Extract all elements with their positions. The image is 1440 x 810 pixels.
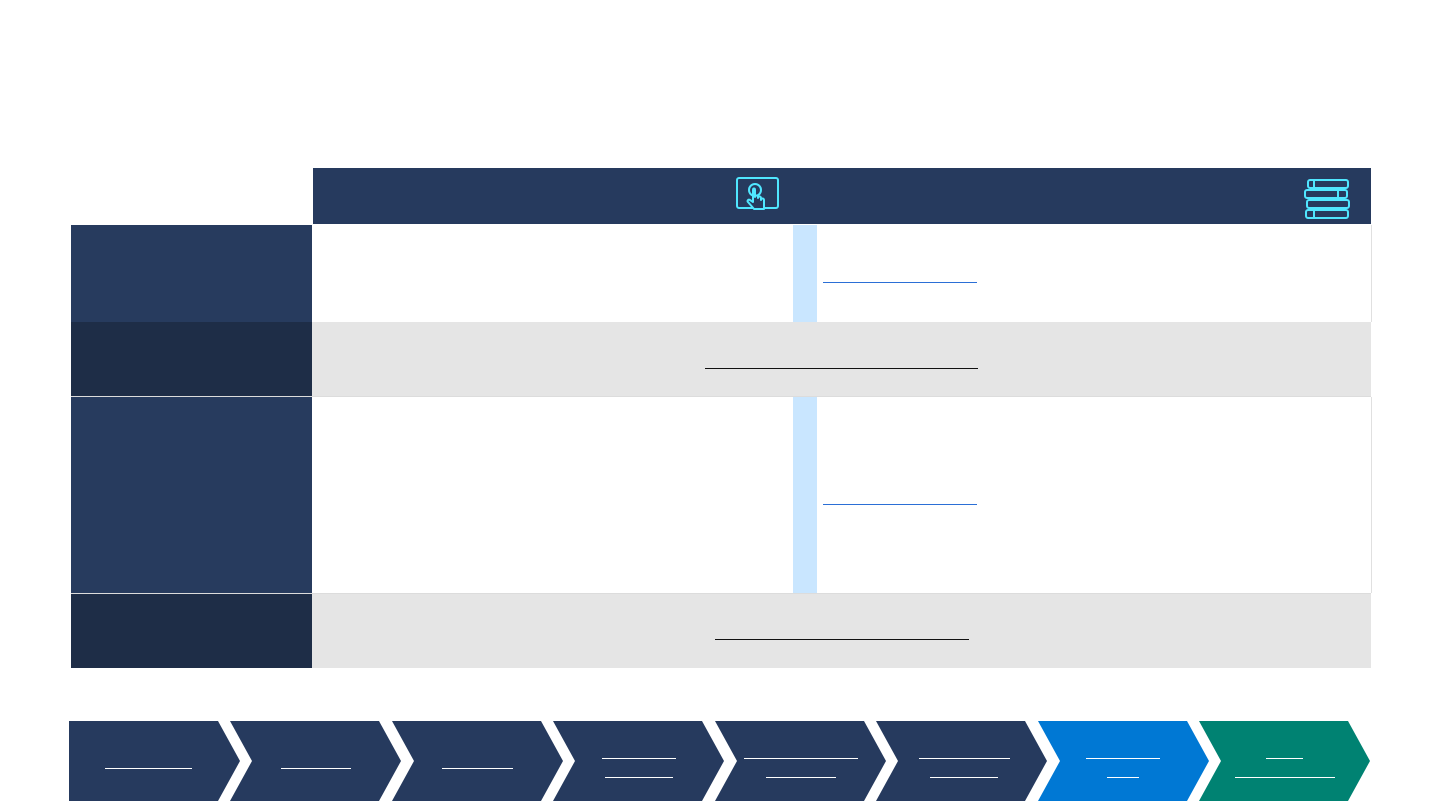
step-link-underline[interactable]	[1266, 758, 1303, 759]
process-step-2[interactable]	[230, 721, 401, 801]
step-link-underline[interactable]	[442, 768, 513, 769]
row-label-3	[71, 397, 312, 593]
process-step-5[interactable]	[715, 721, 886, 801]
step-link-underline[interactable]	[930, 777, 998, 778]
step-link-underline[interactable]	[1235, 777, 1335, 778]
step-link-underline[interactable]	[605, 777, 673, 778]
table-header	[313, 168, 1371, 224]
step-link-underline[interactable]	[602, 758, 676, 759]
row-label-1	[71, 225, 312, 322]
row-3-content	[312, 397, 1372, 593]
row-divider	[71, 396, 1371, 397]
step-link-underline[interactable]	[1107, 777, 1139, 778]
row-1-content	[312, 225, 1372, 322]
column-divider	[793, 397, 817, 593]
process-step-6[interactable]	[876, 721, 1047, 801]
chevron-shape	[1199, 721, 1370, 801]
process-step-4[interactable]	[553, 721, 724, 801]
row-4-content	[312, 593, 1371, 668]
row-1-link[interactable]	[823, 282, 977, 283]
row-label-2	[71, 322, 312, 397]
chevron-shape	[230, 721, 401, 801]
chevron-shape	[553, 721, 724, 801]
process-step-1[interactable]	[69, 721, 240, 801]
row-divider	[71, 593, 1371, 594]
chevron-shape	[392, 721, 563, 801]
column-divider	[793, 225, 817, 322]
step-link-underline[interactable]	[766, 777, 836, 778]
row-2-link[interactable]	[705, 368, 978, 369]
process-step-7[interactable]	[1038, 721, 1209, 801]
step-link-underline[interactable]	[105, 768, 192, 769]
touch-screen-icon	[736, 177, 779, 210]
books-stack-icon	[1304, 179, 1350, 219]
row-3-link[interactable]	[823, 504, 977, 505]
chevron-shape	[1038, 721, 1209, 801]
process-step-8[interactable]	[1199, 721, 1370, 801]
step-link-underline[interactable]	[744, 758, 858, 759]
row-4-link[interactable]	[715, 639, 969, 640]
chevron-shape	[876, 721, 1047, 801]
step-link-underline[interactable]	[281, 768, 351, 769]
chevron-shape	[715, 721, 886, 801]
chevron-shape	[69, 721, 240, 801]
row-2-content	[312, 322, 1371, 397]
row-label-4	[71, 593, 312, 668]
step-link-underline[interactable]	[919, 758, 1010, 759]
step-link-underline[interactable]	[1086, 758, 1160, 759]
process-step-3[interactable]	[392, 721, 563, 801]
